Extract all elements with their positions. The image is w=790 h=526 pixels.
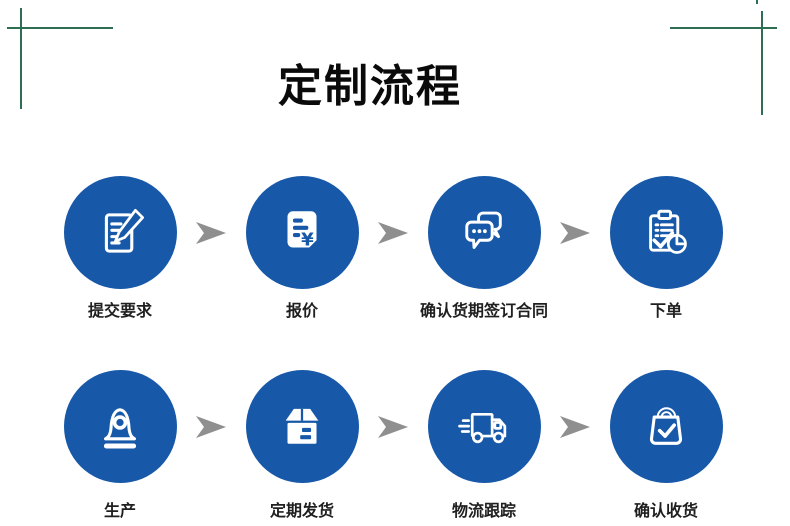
page-title: 定制流程: [278, 62, 462, 111]
production-equipment-icon: [103, 407, 137, 449]
step-circle: [609, 176, 723, 289]
step-circle: [427, 370, 541, 483]
crop-mark-top-right-horizontal: [670, 27, 777, 29]
step-label: 定期发货: [269, 503, 334, 520]
arrow-right-icon: [378, 416, 408, 438]
step-circle: [609, 370, 723, 483]
step-circle: [245, 370, 359, 483]
package-box-icon: [285, 408, 319, 444]
step-circle: [63, 370, 177, 483]
crop-mark-top-left-horizontal: [7, 27, 113, 29]
flow-step-production: 生产: [30, 370, 210, 521]
delivery-truck-icon: [458, 412, 507, 443]
flow-step-logistics-tracking: 物流跟踪: [394, 370, 574, 521]
crop-mark-top-tick: [756, 0, 758, 4]
step-label: 报价: [285, 303, 318, 320]
flow-step-confirm-receipt: 确认收货: [576, 370, 756, 521]
step-label: 确认收货: [633, 503, 698, 520]
document-edit-icon: [104, 208, 145, 253]
chat-bubbles-icon: [465, 211, 502, 249]
flow-step-scheduled-shipping: 定期发货: [212, 370, 392, 521]
step-label: 下单: [649, 303, 682, 320]
flow-step-confirm-delivery-sign-contract: 确认货期签订合同: [394, 176, 574, 321]
step-label: 确认货期签订合同: [419, 303, 548, 320]
step-label: 物流跟踪: [451, 503, 516, 520]
arrow-right-icon: [378, 222, 408, 244]
arrow-right-icon: [560, 416, 590, 438]
crop-mark-top-right-vertical: [761, 11, 763, 115]
step-circle: ¥: [245, 176, 359, 289]
arrow-right-icon: [196, 416, 226, 438]
step-label: 提交要求: [87, 303, 152, 320]
step-label: 生产: [103, 503, 136, 520]
yuan-symbol: ¥: [301, 229, 314, 250]
flow-step-place-order: 下单: [576, 176, 756, 321]
quotation-invoice-icon: ¥: [287, 210, 317, 250]
order-clipboard-icon: [649, 209, 687, 254]
flow-step-quotation: ¥ 报价: [212, 176, 392, 321]
arrow-right-icon: [560, 222, 590, 244]
step-circle: [63, 176, 177, 289]
step-circle: [427, 176, 541, 289]
arrow-right-icon: [196, 222, 226, 244]
flow-step-submit-requirements: 提交要求: [30, 176, 210, 321]
crop-mark-top-left-vertical: [20, 8, 22, 109]
shopping-bag-check-icon: [649, 406, 683, 445]
